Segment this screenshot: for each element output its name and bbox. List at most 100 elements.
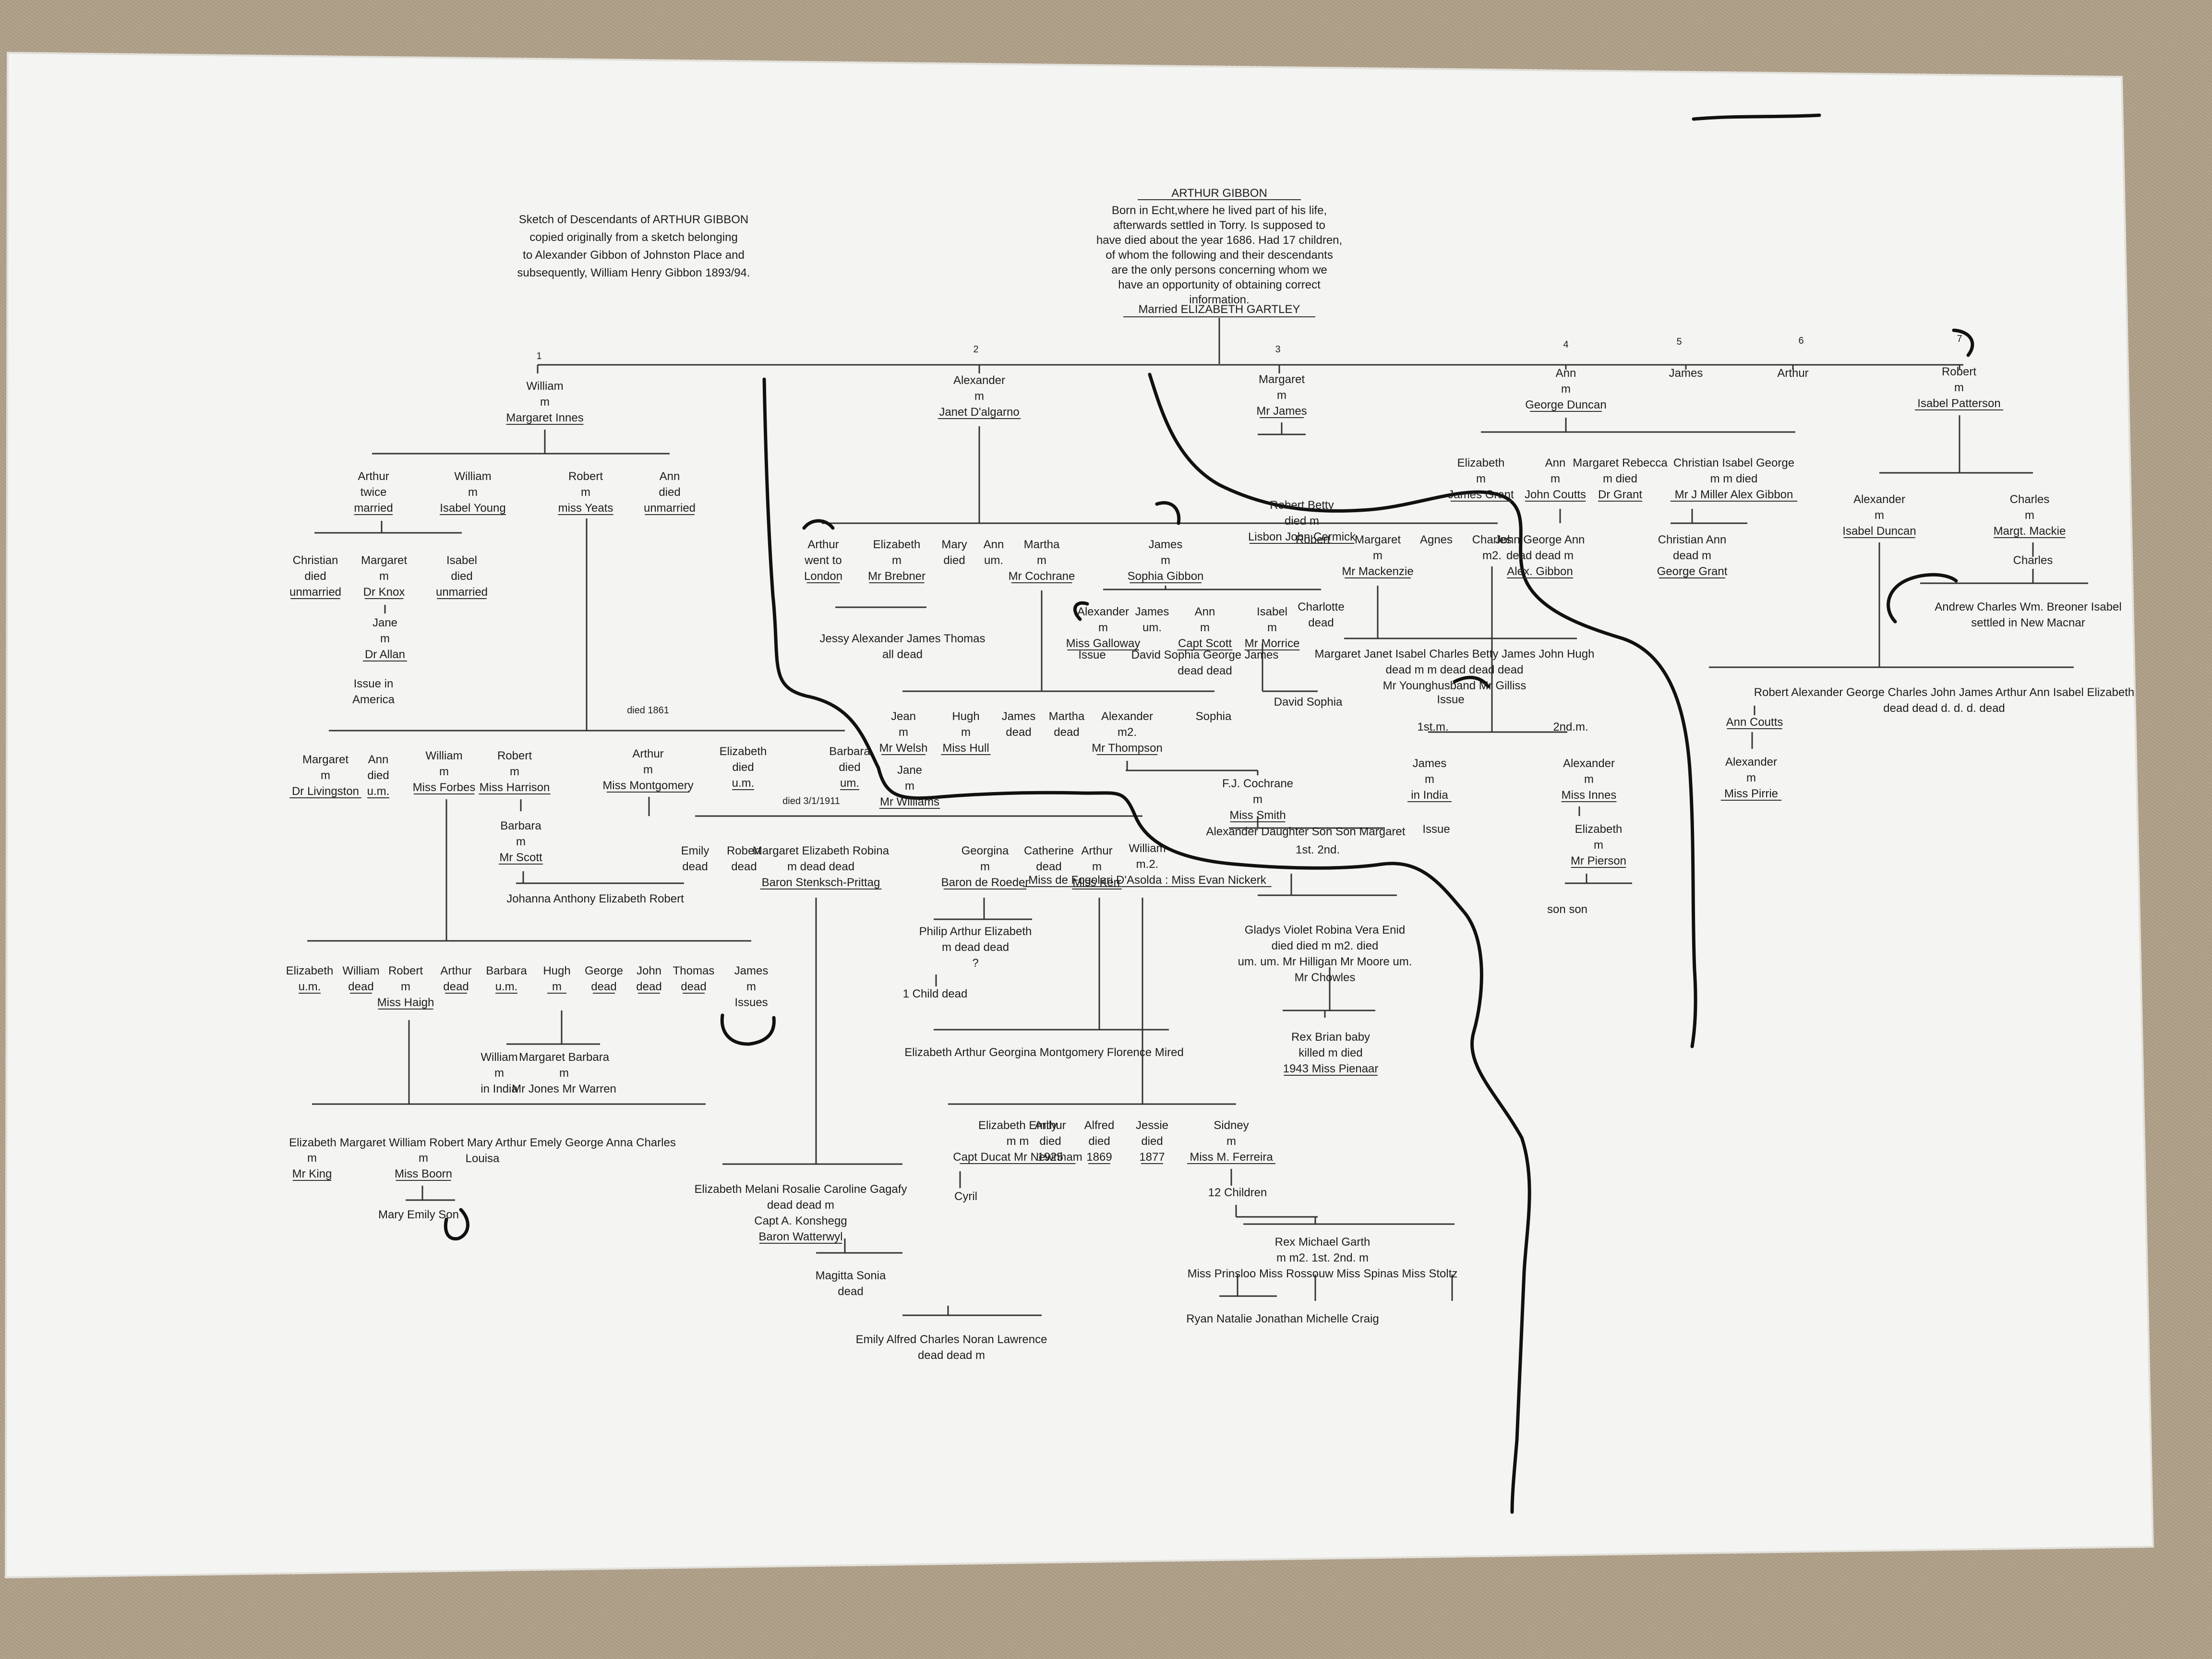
person-node-line: John bbox=[637, 964, 661, 977]
generation-number: 3 bbox=[1275, 344, 1280, 355]
person-node-line: Jean bbox=[891, 710, 916, 723]
person-node: Ryan Natalie Jonathan Michelle Craig bbox=[1186, 1312, 1379, 1325]
person-node-line: Issue bbox=[1078, 649, 1106, 661]
person-node-line: m bbox=[1954, 381, 1964, 394]
person-node-line: Magitta Sonia bbox=[816, 1269, 886, 1282]
person-node-line: dead bbox=[682, 860, 708, 873]
person-node-line: dead m bbox=[1673, 549, 1711, 562]
person-node-line: Mr Welsh bbox=[879, 742, 928, 755]
person-node-line: Charles bbox=[2013, 554, 2053, 567]
person-node: 2nd.m. bbox=[1553, 721, 1588, 733]
person-node-line: Arthur bbox=[358, 470, 389, 483]
person-node-line: Ann bbox=[368, 753, 389, 766]
person-node-line: m died bbox=[1603, 472, 1637, 485]
person-node-line: Margaret bbox=[1355, 533, 1401, 546]
person-node-line: Charles bbox=[1472, 533, 1512, 546]
person-node-line: Robert bbox=[1942, 365, 1976, 378]
person-node-line: died bbox=[1141, 1135, 1163, 1148]
person-node-line: Baron Watterwyl bbox=[758, 1230, 842, 1243]
person-node-line: Miss Haigh bbox=[377, 996, 434, 1009]
person-node-line: William bbox=[342, 964, 379, 977]
person-node-line: Isabel Duncan bbox=[1842, 525, 1916, 538]
person-node-line: Mr Mackenzie bbox=[1342, 565, 1413, 578]
person-node-line: Mr Morrice bbox=[1245, 637, 1300, 650]
person-node-line: George Duncan bbox=[1525, 398, 1606, 411]
person-node: James bbox=[1669, 367, 1703, 380]
person-node-line: Issues bbox=[734, 996, 768, 1009]
person-node-line: Jane bbox=[373, 616, 397, 629]
person-node-line: Arthur bbox=[807, 538, 839, 551]
person-node-line: m bbox=[581, 486, 590, 499]
person-node-line: m bbox=[974, 390, 984, 403]
person-node-line: Mr Thompson bbox=[1092, 742, 1163, 755]
person-node-line: James bbox=[1149, 538, 1183, 551]
person-node-line: Barbara bbox=[829, 745, 870, 758]
person-node: Agnes bbox=[1420, 533, 1453, 546]
person-node-line: Elizabeth bbox=[286, 964, 334, 977]
person-node-line: Margaret bbox=[1259, 373, 1305, 386]
person-node-line: u.m. bbox=[367, 785, 390, 798]
person-node-line: Miss Forbes bbox=[413, 781, 476, 794]
person-node-line: m bbox=[1476, 472, 1486, 485]
person-node: 1st.m. bbox=[1417, 721, 1448, 733]
person-node-line: Elizabeth bbox=[720, 745, 767, 758]
annotation-text: died 3/1/1911 bbox=[782, 796, 840, 806]
person-node-line: u.m. bbox=[495, 980, 518, 993]
person-node-line: Mary Emily Son bbox=[378, 1208, 459, 1221]
person-node-line: Elizabeth bbox=[1457, 457, 1505, 469]
person-node-line: died died m m2. died bbox=[1272, 939, 1379, 952]
ancestor-description-line: Born in Echt,where he lived part of his … bbox=[1112, 204, 1327, 217]
person-node-line: Philip Arthur Elizabeth bbox=[919, 925, 1032, 938]
person-node-line: Mr J Miller Alex Gibbon bbox=[1675, 488, 1793, 501]
person-node-line: William bbox=[425, 749, 462, 762]
person-node-line: Elizabeth Melani Rosalie Caroline Gagafy bbox=[695, 1183, 907, 1196]
person-node-line: m bbox=[307, 1152, 317, 1165]
person-node-line: Baron Stenksch-Prittag bbox=[762, 876, 880, 889]
person-node-line: Alexander Daughter Son Son Margaret bbox=[1206, 825, 1406, 838]
person-node-line: ? bbox=[972, 957, 978, 970]
person-node-line: Margaret Janet Isabel Charles Betty Jame… bbox=[1315, 648, 1595, 661]
person-node-line: Dr Knox bbox=[363, 586, 405, 599]
person-node-line: m bbox=[559, 1067, 569, 1080]
person-node-line: dead bbox=[838, 1285, 863, 1298]
person-node-line: Capt A. Konshegg bbox=[754, 1214, 847, 1227]
person-node-line: Gladys Violet Robina Vera Enid bbox=[1245, 924, 1405, 937]
person-node-line: Barbara bbox=[500, 819, 541, 832]
person-node-line: Jane bbox=[897, 764, 922, 777]
ancestor-description-line: have died about the year 1686. Had 17 ch… bbox=[1096, 234, 1342, 247]
person-node-line: Miss de Fogolari D'Asolda : Miss Evan Ni… bbox=[1028, 874, 1266, 887]
person-node-line: Isabel Patterson bbox=[1917, 397, 2000, 410]
person-node-line: Ann bbox=[1556, 367, 1576, 380]
sketch-note-line: copied originally from a sketch belongin… bbox=[529, 231, 738, 244]
person-node-line: unmarried bbox=[436, 586, 488, 599]
person-node-line: m bbox=[643, 763, 653, 776]
person-node-line: Alexander bbox=[1853, 493, 1905, 506]
person-node-line: Charlotte bbox=[1298, 601, 1344, 613]
person-node-line: Mr King bbox=[292, 1167, 332, 1180]
person-node-line: m bbox=[892, 554, 902, 567]
person-node-line: Alexander bbox=[1077, 605, 1129, 618]
person-node-line: Dr Allan bbox=[365, 648, 405, 661]
person-node-line: Miss Montgomery bbox=[602, 779, 693, 792]
person-node-line: Miss Prinsloo Miss Rossouw Miss Spinas M… bbox=[1188, 1267, 1458, 1280]
